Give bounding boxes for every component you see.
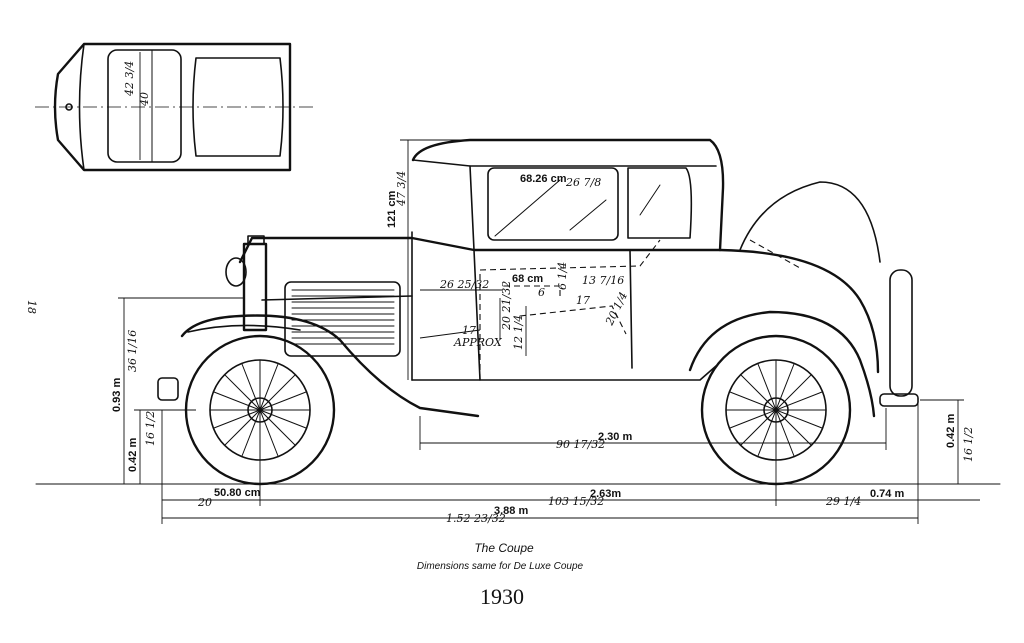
body-length-m: 2.30 m [598, 431, 632, 443]
seat-d: 6 [538, 286, 545, 299]
top-view: 42 3/4 40 [35, 42, 315, 172]
radiator-cap [65, 103, 73, 111]
hood-louvers [291, 289, 395, 345]
running-board-line [411, 365, 717, 381]
side-window [487, 167, 619, 241]
rear-clearance-in: 16 1/2 [962, 427, 975, 462]
door-line [629, 249, 633, 369]
seat-e: 17 [576, 294, 590, 307]
front-fender [180, 314, 480, 418]
height-cm: 121 cm [386, 190, 398, 228]
caption: The Coupe Dimensions same for De Luxe Co… [417, 541, 584, 609]
rear-fender [688, 310, 876, 418]
seat-f: 20 21/32 [500, 281, 513, 331]
radiator-cap-side [247, 235, 265, 245]
rear-clearance-m: 0.42 m [945, 414, 957, 448]
rumble-lid [739, 181, 881, 263]
seat-h: 17 [462, 324, 476, 337]
top-view-outline [53, 42, 292, 172]
top-view-roof [107, 49, 182, 163]
caption-subtitle: Dimensions same for De Luxe Coupe [417, 561, 584, 572]
dimension-lines [118, 139, 980, 524]
windshield-in: 26 7/8 [565, 176, 601, 189]
front-clearance-m: 0.42 m [127, 438, 139, 472]
overall-length-in: 1.52 23/32 [446, 512, 506, 525]
seat-c: 13 7/16 [582, 274, 624, 287]
front-overhang-cm: 50.80 cm [214, 487, 261, 499]
windshield-cm: 68.26 cm [520, 173, 567, 185]
height-in: 47 3/4 [395, 171, 408, 207]
body-length-in: 90 17/32 [556, 438, 605, 451]
seat-b: 6 1/4 [556, 262, 569, 290]
hood-height-in: 36 1/16 [126, 330, 139, 372]
top-width-a: 42 3/4 [123, 61, 136, 97]
caption-year: 1930 [480, 584, 524, 609]
rear-deck [718, 248, 880, 374]
top-view-hood-edge [78, 43, 85, 171]
rear-overhang-in: 29 1/4 [825, 495, 861, 508]
beltline [238, 236, 722, 264]
rear-overhang-m: 0.74 m [870, 488, 904, 500]
rear-quarter-window [627, 167, 693, 239]
seat-cm: 68 cm [512, 273, 543, 285]
headlamp [225, 257, 247, 287]
hood-height-m: 0.93 m [111, 378, 123, 412]
caption-title: The Coupe [474, 541, 534, 555]
front-overhang-in: 20 [197, 496, 212, 509]
roof-outline [411, 138, 725, 252]
page-number: 18 [25, 300, 38, 314]
wheelbase-in: 103 15/32 [548, 495, 604, 508]
approx-note: APPROX [453, 336, 503, 349]
side-view [35, 138, 1001, 486]
overall-length-m: 3.88 m [494, 505, 528, 517]
dimension-labels: 68.26 cm 26 7/8 121 cm 47 3/4 68 cm 26 2… [111, 171, 975, 525]
top-width-b: 40 [138, 92, 151, 107]
wheelbase-m: 2.63m [590, 488, 621, 500]
spare-tire [889, 269, 913, 397]
seat-i: 20 1/4 [603, 290, 631, 328]
hood-louvers-panel [284, 281, 401, 357]
seat-outline-dashed [479, 239, 661, 380]
front-bumper [157, 377, 179, 401]
radiator-shell [242, 242, 268, 332]
front-clearance-in: 16 1/2 [144, 411, 157, 446]
top-view-deck [192, 57, 284, 157]
seat-a: 26 25/32 [439, 278, 489, 291]
seat-g: 12 1/4 [512, 315, 525, 350]
